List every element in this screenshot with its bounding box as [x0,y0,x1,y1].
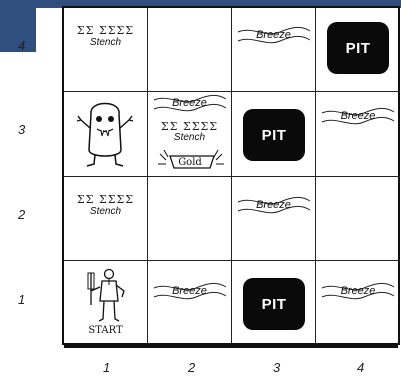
cell-r1-c3[interactable]: PIT [232,261,316,343]
breeze-label: Breeze [316,110,400,122]
col-label-1: 1 [103,360,110,375]
row-label-4: 4 [18,38,25,53]
wumpus-world-grid: ΣΣ ΣΣΣΣ Stench Breeze PIT [62,6,400,345]
cell-r4-c3[interactable]: Breeze [232,8,316,92]
cell-r3-c1[interactable] [64,92,148,177]
row-label-2: 2 [18,207,25,222]
cell-r2-c4[interactable] [316,177,400,261]
col-label-4: 4 [357,360,364,375]
col-label-2: 2 [188,360,195,375]
stench-label: Stench [148,132,231,143]
agent-icon [64,261,148,325]
breeze-icon: Breeze [232,193,315,219]
breeze-icon: Breeze [148,93,231,119]
wumpus-icon [64,92,148,177]
breeze-icon: Breeze [148,279,231,305]
cell-r2-c1[interactable]: ΣΣ ΣΣΣΣ Stench [64,177,148,261]
stench-marks: ΣΣ ΣΣΣΣ [64,24,147,37]
breeze-label: Breeze [148,285,231,297]
cell-r1-c4[interactable]: Breeze [316,261,400,343]
stench-label: Stench [64,37,147,48]
cell-r1-c1[interactable]: START [64,261,148,343]
pit-block: PIT [243,278,305,330]
cell-r4-c2[interactable] [148,8,232,92]
cell-r3-c4[interactable]: Breeze [316,92,400,177]
pit-block: PIT [243,109,305,161]
cell-r3-c2[interactable]: Breeze ΣΣ ΣΣΣΣ Stench Gold [148,92,232,177]
row-label-1: 1 [18,292,25,307]
col-label-3: 3 [273,360,280,375]
start-label: START [64,325,147,336]
cell-r2-c2[interactable] [148,177,232,261]
breeze-icon: Breeze [232,23,315,49]
breeze-label: Breeze [232,29,315,41]
cell-r2-c3[interactable]: Breeze [232,177,316,261]
cell-r1-c2[interactable]: Breeze [148,261,232,343]
cell-r4-c4[interactable]: PIT [316,8,400,92]
pit-block: PIT [327,22,389,74]
stench-label: Stench [64,206,147,217]
row-label-3: 3 [18,122,25,137]
breeze-icon: Breeze [316,104,400,130]
breeze-label: Breeze [148,97,231,109]
gold-icon: Gold [156,148,226,174]
breeze-label: Breeze [316,285,400,297]
stench-marks: ΣΣ ΣΣΣΣ [64,193,147,206]
cell-r4-c1[interactable]: ΣΣ ΣΣΣΣ Stench [64,8,148,92]
cell-r3-c3[interactable]: PIT [232,92,316,177]
breeze-label: Breeze [232,199,315,211]
breeze-icon: Breeze [316,279,400,305]
gold-label: Gold [170,157,210,168]
